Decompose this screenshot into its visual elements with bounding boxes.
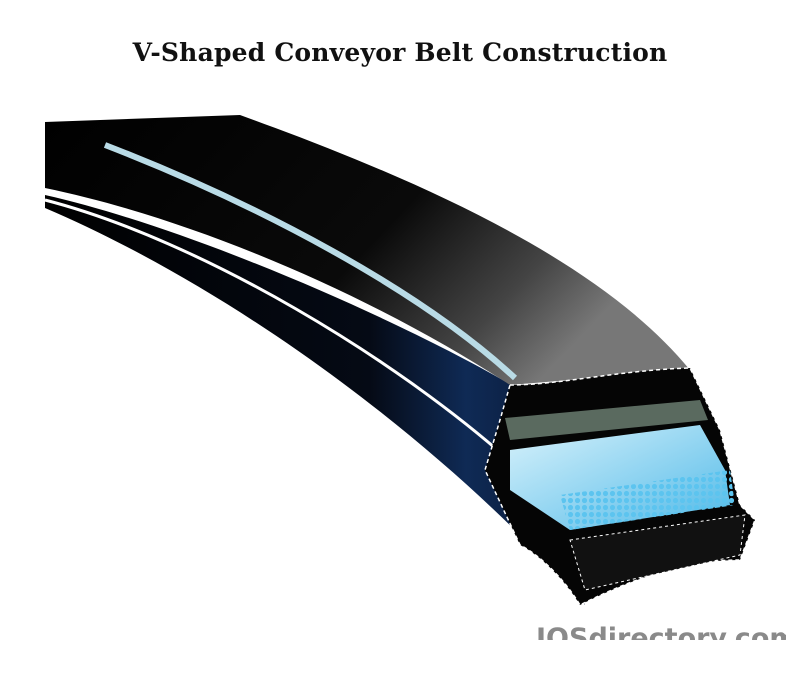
tension-layer [505, 400, 708, 440]
watermark: IQSdirectory.com [536, 624, 786, 640]
diagram-title: V-Shaped Conveyor Belt Construction [132, 38, 668, 67]
belt-stripe [103, 142, 518, 381]
cord-ends [560, 470, 735, 530]
belt-side-face [45, 195, 585, 605]
compression-layer [569, 514, 746, 591]
watermark-text: IQSdirectory.com [536, 624, 786, 640]
belt-edge-line [44, 198, 522, 472]
belt-top-surface [45, 115, 690, 385]
